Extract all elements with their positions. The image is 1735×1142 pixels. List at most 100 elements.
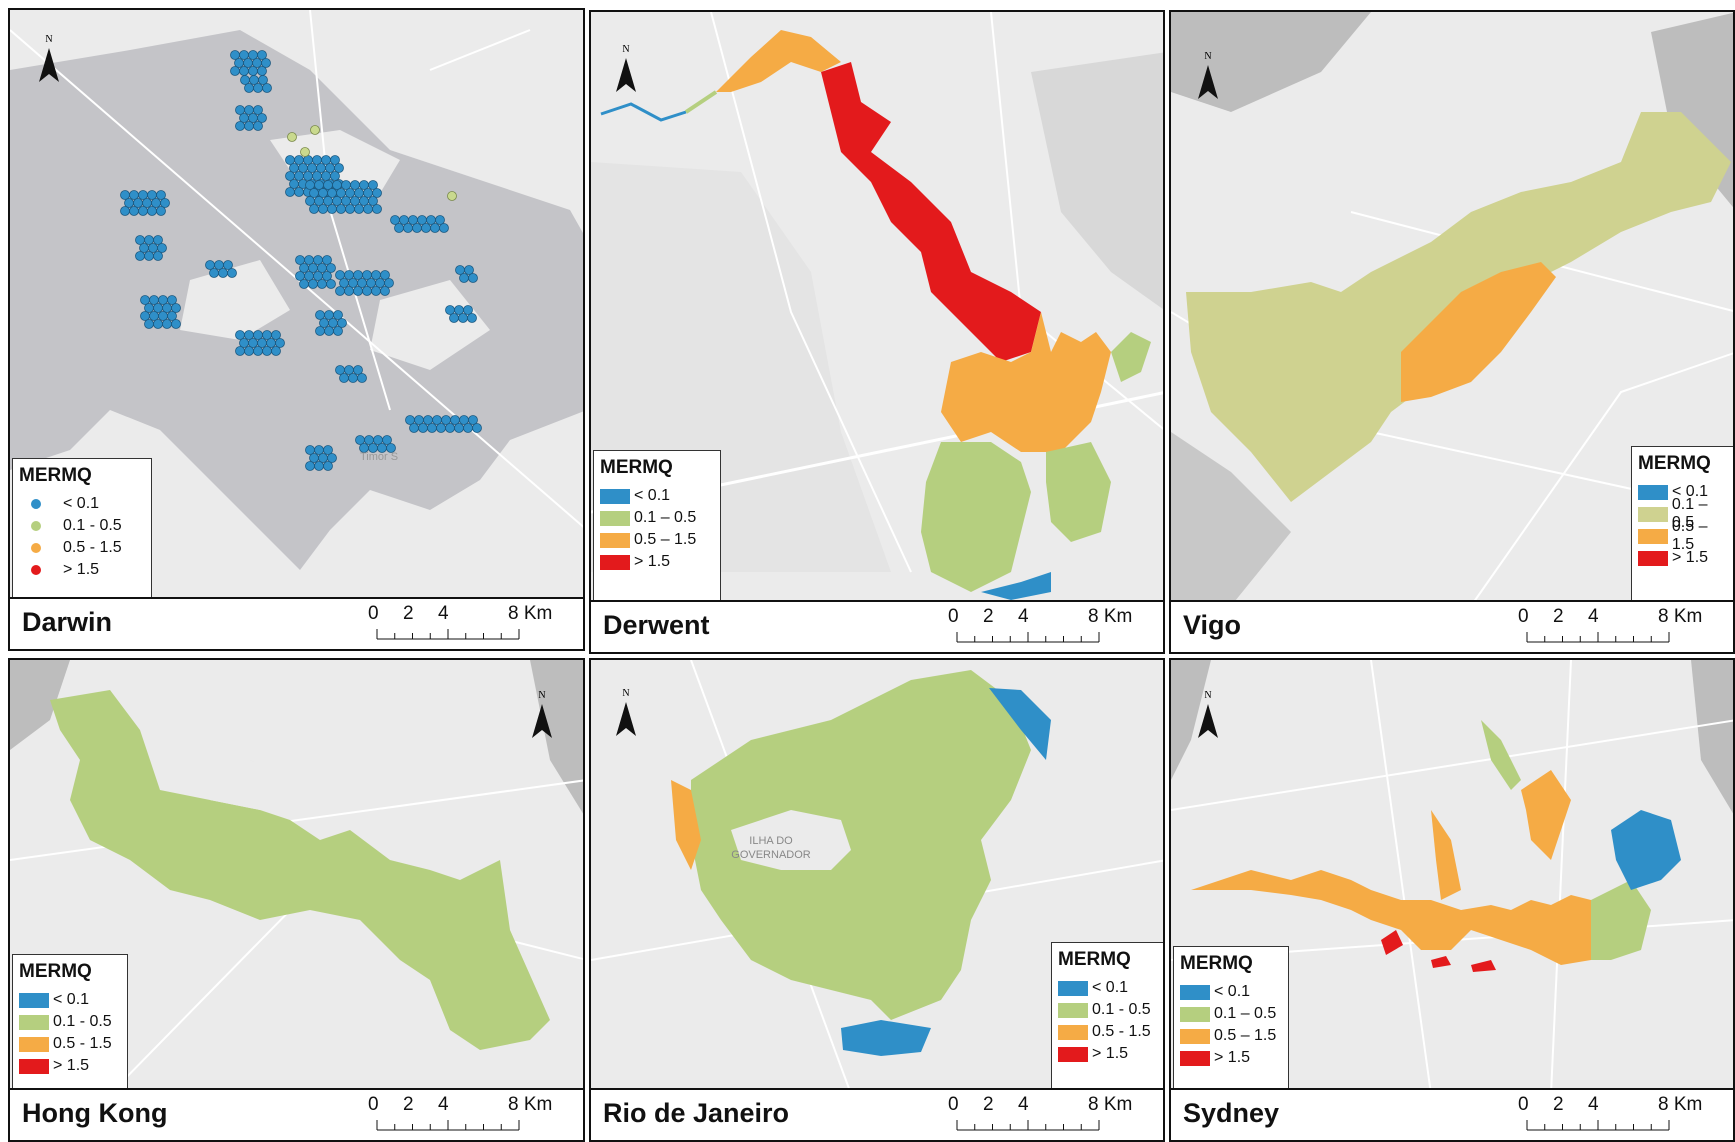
sample-point: [160, 198, 170, 208]
sample-point: [243, 58, 253, 68]
sample-point: [333, 310, 343, 320]
sample-point: [313, 255, 323, 265]
sample-point: [310, 125, 320, 135]
sample-point: [135, 235, 145, 245]
sample-point: [335, 270, 345, 280]
sample-point: [312, 155, 322, 165]
sample-point: [455, 265, 465, 275]
sample-point: [319, 318, 329, 328]
sample-point: [348, 278, 358, 288]
sample-point: [294, 187, 304, 197]
sample-point: [371, 286, 381, 296]
sample-point: [151, 198, 161, 208]
scale-label: 4: [1588, 1094, 1599, 1115]
sample-point: [248, 113, 258, 123]
sample-point: [421, 223, 431, 233]
sample-point: [333, 326, 343, 336]
sample-point: [120, 190, 130, 200]
sample-point: [120, 206, 130, 216]
sample-point: [275, 338, 285, 348]
legend-item: < 0.1: [1058, 977, 1158, 999]
sample-point: [148, 243, 158, 253]
scale-label: 0: [368, 603, 379, 624]
legend-item: 0.5 - 1.5: [1058, 1021, 1158, 1043]
legend-item: > 1.5: [600, 551, 714, 573]
scale-ticks: [376, 1120, 520, 1131]
sample-point: [153, 235, 163, 245]
map-panel-vigo: N MERMQ < 0.1 0.1 – 0.5 0.5 – 1.5 > 1.5 …: [1169, 10, 1735, 654]
legend: MERMQ < 0.1 0.1 - 0.5 0.5 - 1.5 > 1.5: [12, 458, 152, 603]
sample-point: [332, 180, 342, 190]
sample-point: [418, 423, 428, 433]
sample-point: [244, 346, 254, 356]
sample-point: [209, 268, 219, 278]
sample-point: [327, 453, 337, 463]
sample-point: [309, 204, 319, 214]
sample-point: [253, 105, 263, 115]
north-label: N: [45, 34, 52, 45]
sample-point: [464, 265, 474, 275]
sample-point: [239, 113, 249, 123]
sample-point: [467, 313, 477, 323]
panel-title: Rio de Janeiro: [603, 1098, 790, 1128]
sample-point: [458, 313, 468, 323]
legend-item: 0.5 – 1.5: [1638, 518, 1733, 553]
sample-point: [409, 423, 419, 433]
scale-label: 2: [983, 606, 994, 627]
sample-point: [234, 58, 244, 68]
sample-point: [153, 303, 163, 313]
scale-label: 4: [438, 603, 449, 624]
sample-point: [328, 318, 338, 328]
sample-point: [167, 311, 177, 321]
sample-point: [314, 461, 324, 471]
legend-item: 0.1 – 0.5: [1180, 1003, 1282, 1025]
sample-point: [339, 373, 349, 383]
sample-point: [305, 461, 315, 471]
sample-point: [294, 171, 304, 181]
sample-point: [459, 415, 469, 425]
sample-point: [368, 180, 378, 190]
sample-point: [353, 365, 363, 375]
sample-point: [287, 132, 297, 142]
legend-item: > 1.5: [19, 559, 145, 581]
sample-point: [295, 255, 305, 265]
sample-point: [454, 305, 464, 315]
sample-point: [330, 171, 340, 181]
sample-point: [248, 338, 258, 348]
sample-point: [144, 251, 154, 261]
north-arrow-icon: N: [616, 688, 636, 736]
sample-point: [321, 171, 331, 181]
darwin-water-label: Timor S: [360, 451, 398, 463]
sample-point: [244, 105, 254, 115]
sample-point: [235, 105, 245, 115]
north-arrow-icon: N: [616, 44, 636, 92]
sample-point: [386, 443, 396, 453]
sample-point: [299, 279, 309, 289]
legend-title: MERMQ: [19, 961, 92, 982]
scale-label: 8 Km: [1658, 606, 1703, 627]
scale-label: 8 Km: [508, 1094, 553, 1115]
sample-point: [357, 373, 367, 383]
north-arrow-icon: N: [1198, 690, 1218, 738]
panel-title: Vigo: [1183, 610, 1242, 640]
north-arrow-icon: N: [1198, 51, 1218, 99]
sample-point: [323, 445, 333, 455]
sample-point: [318, 453, 328, 463]
sample-point: [322, 255, 332, 265]
sample-point: [325, 163, 335, 173]
vigo-map: [1171, 12, 1733, 607]
sample-point: [435, 215, 445, 225]
sample-point: [171, 303, 181, 313]
legend-item: > 1.5: [1058, 1043, 1158, 1065]
sample-point: [426, 215, 436, 225]
sample-point: [332, 196, 342, 206]
panel-title: Darwin: [22, 607, 113, 637]
sample-point: [156, 206, 166, 216]
sample-point: [323, 196, 333, 206]
sample-point: [364, 435, 374, 445]
sample-point: [253, 330, 263, 340]
sample-point: [372, 188, 382, 198]
